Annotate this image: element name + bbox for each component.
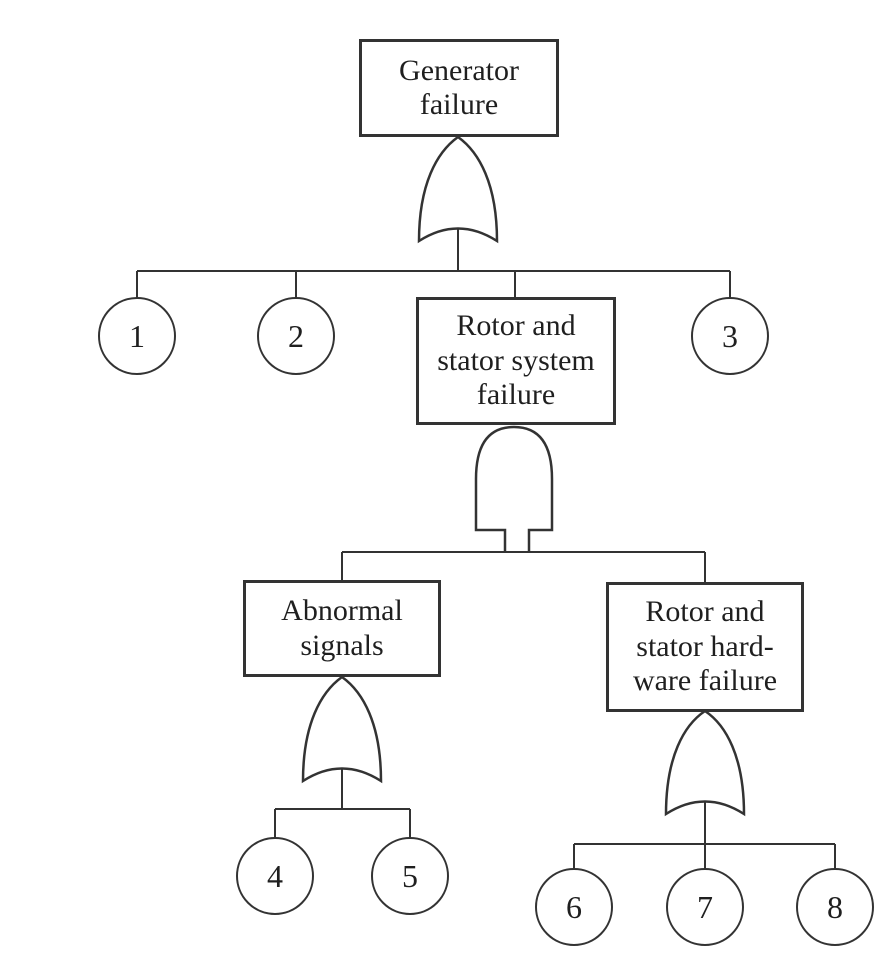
basic-event-circle-6: 6 [535, 868, 613, 946]
basic-event-label: 8 [827, 888, 843, 925]
basic-event-circle-8: 8 [796, 868, 874, 946]
basic-event-circle-5: 5 [371, 837, 449, 915]
and-gate-icon [474, 425, 554, 552]
or-gate-top-icon [417, 135, 499, 244]
intermediate-event-box-rotor-hardware: Rotor and stator hard- ware failure [606, 582, 804, 712]
intermediate-event-box-rotor-system: Rotor and stator system failure [416, 297, 616, 425]
basic-event-circle-4: 4 [236, 837, 314, 915]
basic-event-label: 7 [697, 888, 713, 925]
or-gate-abnormal-icon [301, 675, 383, 784]
top-event-box: Generator failure [359, 39, 559, 137]
basic-event-circle-3: 3 [691, 297, 769, 375]
intermediate-event-box-abnormal-signals: Abnormal signals [243, 580, 441, 677]
or-gate-hardware-icon [664, 709, 746, 817]
basic-event-label: 6 [566, 888, 582, 925]
basic-event-label: 5 [402, 857, 418, 894]
basic-event-label: 1 [129, 317, 145, 354]
intermediate-event-label: Abnormal signals [281, 594, 403, 662]
basic-event-label: 3 [722, 317, 738, 354]
basic-event-circle-1: 1 [98, 297, 176, 375]
intermediate-event-label: Rotor and stator hard- ware failure [632, 595, 778, 698]
basic-event-label: 2 [288, 317, 304, 354]
top-event-label: Generator failure [399, 53, 519, 122]
intermediate-event-label: Rotor and stator system failure [437, 309, 595, 412]
basic-event-label: 4 [267, 857, 283, 894]
basic-event-circle-7: 7 [666, 868, 744, 946]
basic-event-circle-2: 2 [257, 297, 335, 375]
